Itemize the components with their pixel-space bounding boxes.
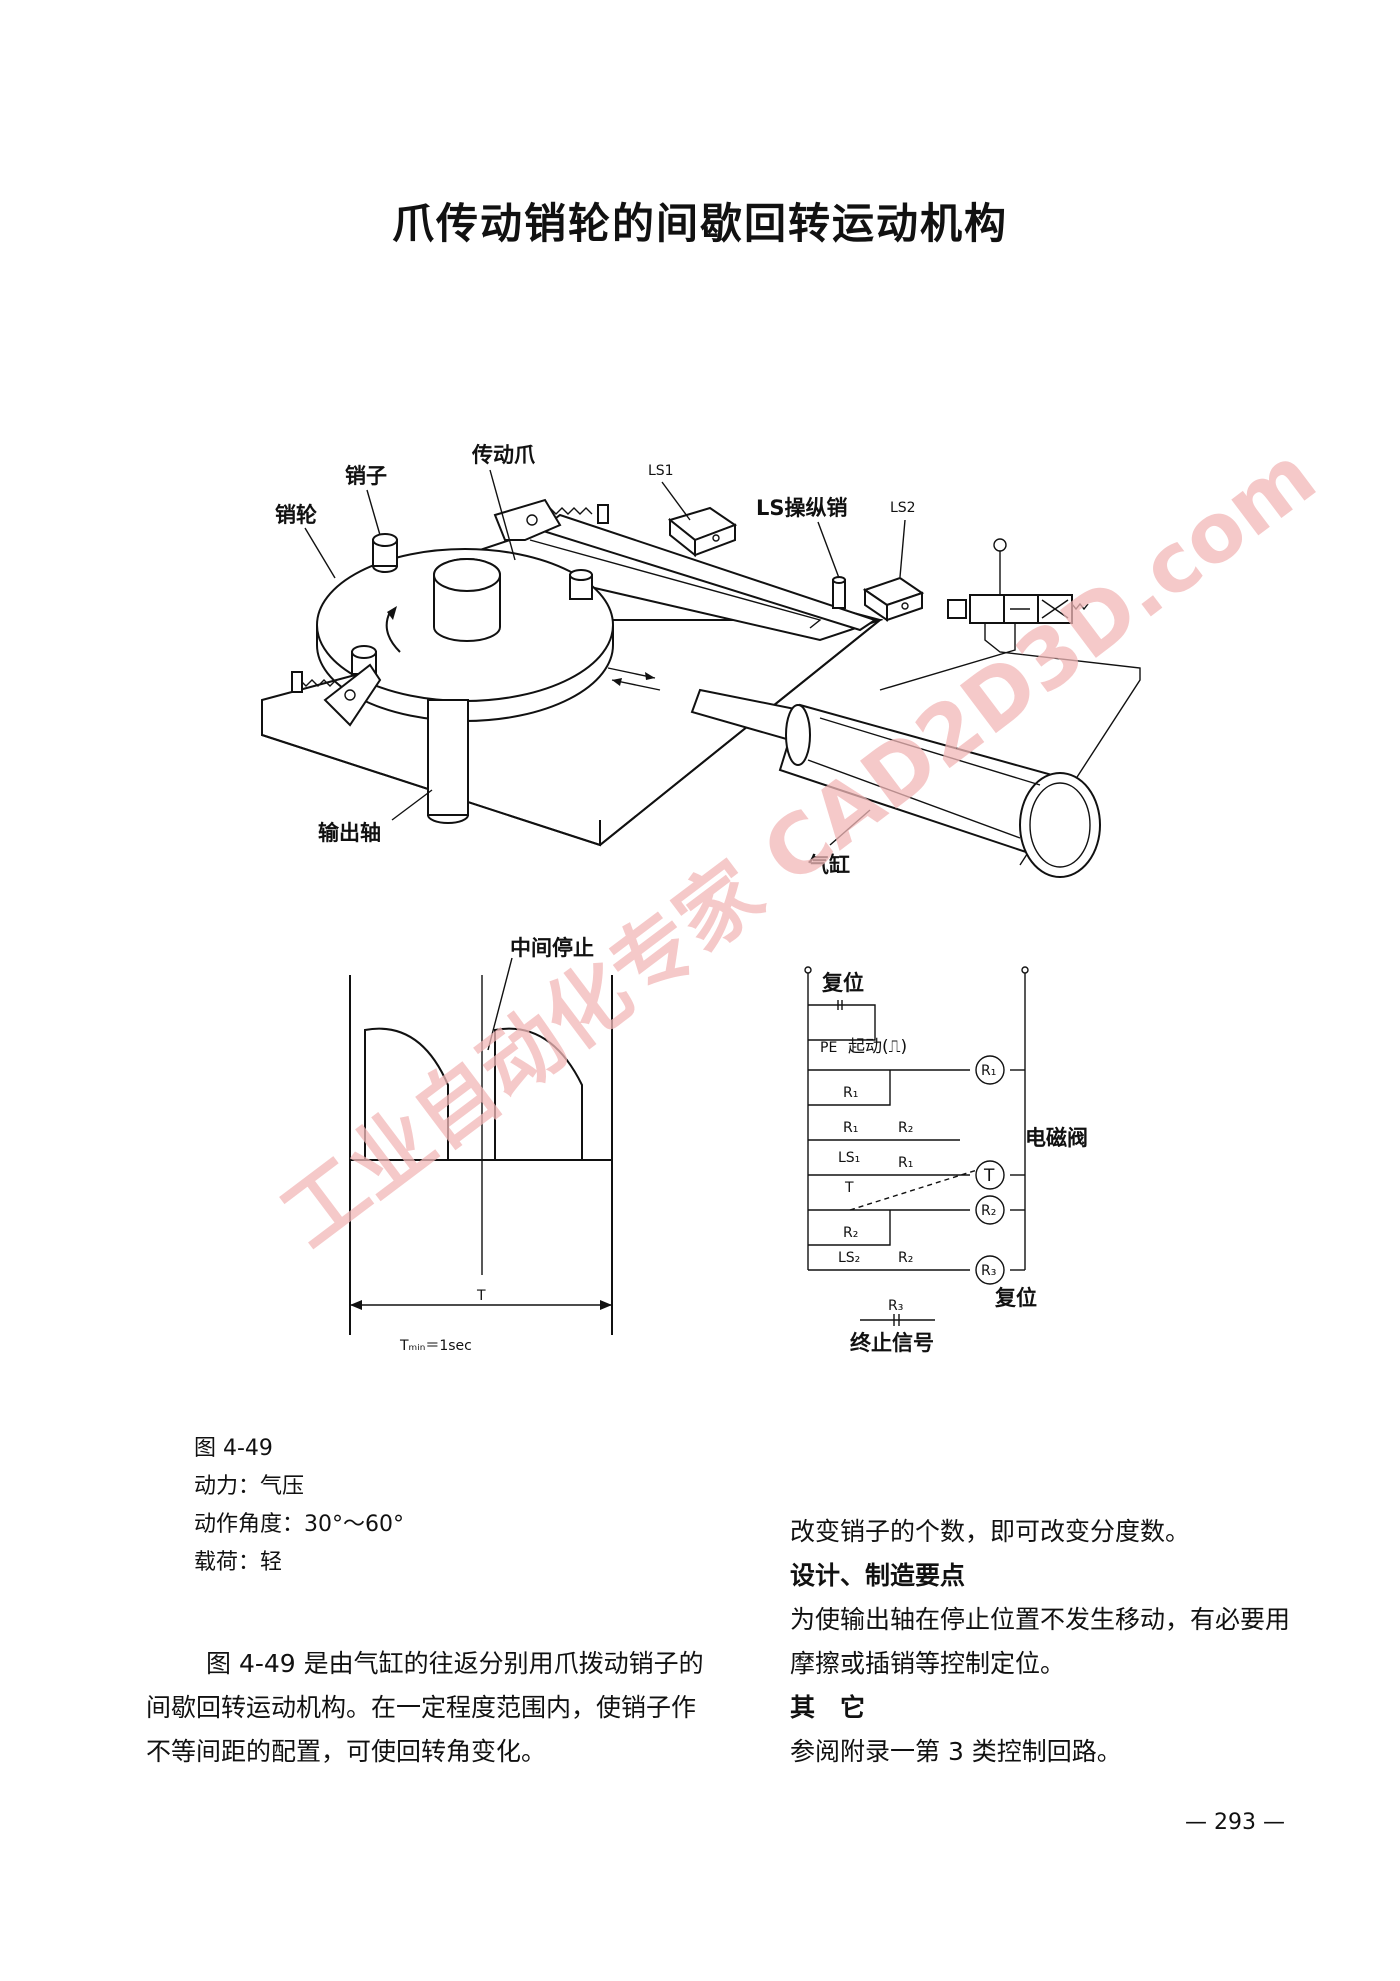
page-title: 爪传动销轮的间歇回转运动机构 <box>391 199 1008 248</box>
right-column: 改变销子的个数，即可改变分度数。 设计、制造要点 为使输出轴在停止位置不发生移动… <box>790 1510 1290 1774</box>
label-pe: PE <box>820 1040 837 1056</box>
contact-r1: R₁ <box>898 1155 913 1171</box>
right-paragraph-3: 参阅附录一第 3 类控制回路。 <box>790 1737 1122 1766</box>
label-drive-claw: 传动爪 <box>471 443 536 467</box>
contact-ls1: LS₁ <box>838 1150 860 1166</box>
label-reset-top: 复位 <box>821 971 864 995</box>
drive-claw-upper <box>493 498 609 541</box>
heading-other: 其 它 <box>790 1693 866 1722</box>
timing-diagram: 中间停止 T Tₘᵢₙ＝1sec <box>349 936 613 1354</box>
label-ls-pin: LS操纵销 <box>756 496 848 520</box>
label-start: 起动(⎍) <box>848 1037 907 1057</box>
label-ls1: LS1 <box>648 463 674 479</box>
contact-r2: R₂ <box>898 1250 913 1266</box>
pin <box>569 569 593 600</box>
mechanism-diagram: 销轮 销子 传动爪 LS1 LS操纵销 LS2 输出轴 气缸 <box>261 443 1141 878</box>
label-middle-stop: 中间停止 <box>510 936 594 960</box>
contact-ls2: LS₂ <box>838 1250 860 1266</box>
label-period: T <box>476 1288 486 1304</box>
label-pin-wheel: 销轮 <box>275 503 317 527</box>
drive-claw-lower <box>291 663 382 727</box>
label-output-shaft: 输出轴 <box>318 821 381 845</box>
ls-control-pin <box>832 579 846 609</box>
contact-r2: R₂ <box>843 1225 858 1241</box>
label-solenoid: 电磁阀 <box>1025 1126 1088 1150</box>
stroke-pulse <box>494 1027 583 1160</box>
solenoid-valve <box>879 538 1141 866</box>
figure-number: 图 4-49 <box>194 1436 273 1461</box>
figure-angle: 动作角度：30°～60° <box>194 1512 404 1537</box>
output-shaft <box>427 699 469 816</box>
label-pin: 销子 <box>345 464 387 488</box>
contact-r1: R₁ <box>843 1085 858 1101</box>
label-end-signal: 终止信号 <box>850 1331 934 1355</box>
label-reset-bottom: 复位 <box>994 1286 1037 1310</box>
contact-r3: R₃ <box>888 1298 903 1314</box>
coil-r3: R₃ <box>981 1263 996 1279</box>
contact-r1: R₁ <box>843 1120 858 1136</box>
body-paragraph: 图 4-49 是由气缸的往返分别用爪拨动销子的间歇回转运动机构。在一定程度范围内… <box>146 1649 704 1766</box>
coil-t: T <box>983 1166 995 1186</box>
pin <box>372 533 398 573</box>
stroke-pulse <box>364 1027 449 1160</box>
contact-r2: R₂ <box>898 1120 913 1136</box>
coil-r2: R₂ <box>981 1203 996 1219</box>
limit-switch-ls2 <box>862 576 925 622</box>
coil-r1: R₁ <box>981 1063 996 1079</box>
page-number: — 293 — <box>1185 1810 1285 1835</box>
figure-power: 动力：气压 <box>194 1474 305 1499</box>
air-cylinder <box>690 688 1101 878</box>
label-cylinder: 气缸 <box>807 853 850 877</box>
heading-design-points: 设计、制造要点 <box>790 1561 966 1590</box>
right-paragraph-2: 为使输出轴在停止位置不发生移动，有必要用摩擦或插销等控制定位。 <box>790 1605 1291 1678</box>
figure-load: 载荷：轻 <box>194 1550 283 1575</box>
contact-t: T <box>844 1180 854 1196</box>
label-tmin: Tₘᵢₙ＝1sec <box>399 1338 472 1354</box>
control-circuit: 复位 PE 起动(⎍) R₁ R₁ R₁ R₂ 电磁阀 LS₁ R₁ T T R… <box>804 966 1088 1355</box>
label-ls2: LS2 <box>890 500 916 516</box>
right-paragraph-1: 改变销子的个数，即可改变分度数。 <box>790 1517 1191 1546</box>
limit-switch-ls1 <box>667 506 738 558</box>
